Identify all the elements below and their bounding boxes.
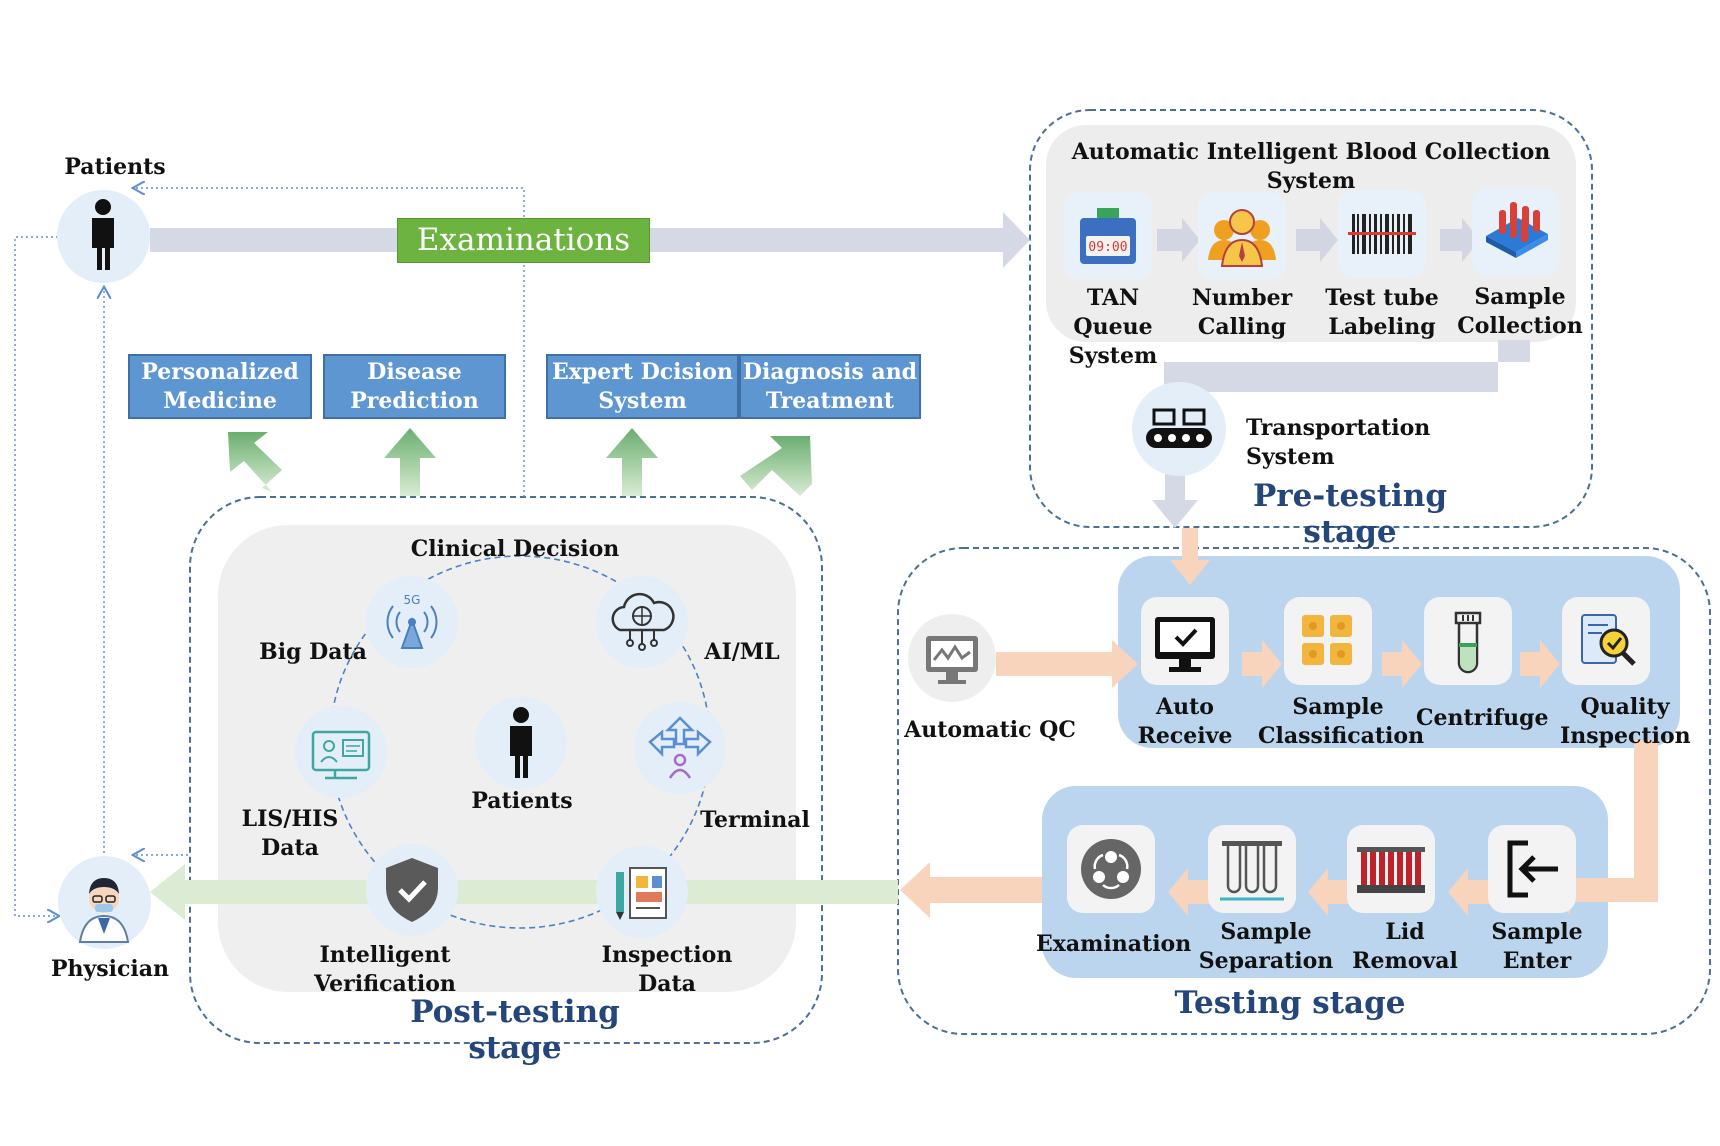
centrifuge-tile <box>1424 597 1512 685</box>
tube-tray-icon <box>1357 847 1425 893</box>
pre-testing-stage-label: Pre-testing stage <box>1252 478 1448 550</box>
step-examination: Examination <box>1036 931 1192 957</box>
lis-his-label: LIS/HIS Data <box>241 806 339 861</box>
clinical-decision-title: Clinical Decision <box>410 536 620 562</box>
lid-removal-tile <box>1347 825 1435 913</box>
patients-label: Patients <box>64 154 166 180</box>
conveyor-icon <box>1146 408 1212 448</box>
data-screen-icon <box>311 730 371 780</box>
test-tube-labeling-tile <box>1338 190 1426 278</box>
sample-collection-tile <box>1472 188 1560 276</box>
report-document-icon <box>616 867 667 920</box>
step-quality-inspection: Quality Inspection <box>1560 694 1691 749</box>
output-personalized-medicine: Personalized Medicine <box>128 354 312 419</box>
person-icon <box>92 199 114 270</box>
step-sample-separation: Sample Separation <box>1198 919 1334 974</box>
cloud-brain-icon <box>611 592 675 651</box>
examination-tile <box>1067 825 1155 913</box>
verification-node <box>366 844 458 936</box>
clock-text: 09:00 <box>1088 240 1127 255</box>
step-sample-classification: Sample Classification <box>1258 694 1425 749</box>
inspection-data-node <box>596 846 688 938</box>
sample-enter-tile <box>1488 825 1576 913</box>
tan-queue-tile: 09:00 <box>1064 192 1152 280</box>
step-sample-collection: Sample Collection <box>1457 284 1583 339</box>
share-network-icon <box>1081 839 1141 899</box>
person-icon <box>510 707 532 778</box>
big-data-node: 5G <box>366 576 458 668</box>
quality-inspection-tile <box>1562 597 1650 685</box>
barcode-icon <box>1348 214 1416 254</box>
examinations-label: Examinations <box>397 218 650 263</box>
output-expert-decision-system: Expert Dcision System <box>546 354 739 419</box>
tube-rack-icon <box>1220 841 1284 901</box>
transport-label: Transportation System <box>1246 415 1431 470</box>
step-number-calling: Number Calling <box>1191 285 1293 340</box>
terminal-label: Terminal <box>700 807 810 833</box>
grid-blocks-icon <box>1302 615 1352 665</box>
big-data-label: Big Data <box>259 639 367 665</box>
terminal-node <box>634 702 726 794</box>
automatic-qc-node <box>908 614 996 702</box>
big-data-icon-text: 5G <box>404 593 421 607</box>
automatic-qc-label: Automatic QC <box>904 717 1076 743</box>
transport-node <box>1132 382 1226 476</box>
blood-collection-title: Automatic Intelligent Blood Collection S… <box>1071 139 1551 194</box>
doctor-icon <box>78 878 130 943</box>
ai-ml-label: AI/ML <box>704 639 780 665</box>
output-diagnosis-treatment: Diagnosis and Treatment <box>739 354 921 419</box>
lis-his-node <box>295 706 387 798</box>
center-patients-label: Patients <box>471 788 573 814</box>
group-people-icon <box>1208 209 1276 267</box>
auto-receive-tile <box>1141 597 1229 685</box>
ai-ml-node <box>596 576 688 668</box>
output-disease-prediction: Disease Prediction <box>323 354 506 419</box>
physician-label: Physician <box>50 956 170 982</box>
sample-classification-tile <box>1284 597 1372 685</box>
step-tan-queue: TAN Queue System <box>1068 285 1158 369</box>
magnifier-check-icon <box>1581 614 1636 666</box>
distribution-arrows-icon <box>648 716 712 779</box>
physician-node <box>58 856 151 949</box>
sample-separation-tile <box>1208 825 1296 913</box>
enter-arrow-icon <box>1507 840 1558 898</box>
number-calling-tile <box>1198 192 1286 280</box>
step-centrifuge: Centrifuge <box>1416 705 1549 731</box>
inspection-data-label: Inspection Data <box>601 942 733 997</box>
test-tube-icon <box>1454 611 1482 674</box>
step-test-tube-labeling: Test tube Labeling <box>1325 285 1439 340</box>
testing-stage-label: Testing stage <box>1174 985 1406 1021</box>
step-lid-removal: Lid Removal <box>1352 919 1458 974</box>
monitor-check-icon <box>1155 617 1215 672</box>
center-patients-node <box>475 697 567 789</box>
patient-node <box>57 190 150 283</box>
queue-machine-icon: 09:00 <box>1080 208 1136 264</box>
monitor-chart-icon <box>926 636 978 684</box>
verification-label: Intelligent Verification <box>314 942 456 997</box>
step-sample-enter: Sample Enter <box>1491 919 1583 974</box>
post-testing-stage-label: Post-testing stage <box>410 994 620 1066</box>
antenna-5g-icon: 5G <box>386 593 438 649</box>
step-auto-receive: Auto Receive <box>1137 694 1233 749</box>
shield-check-icon <box>386 858 438 922</box>
test-tubes-icon <box>1486 202 1548 258</box>
